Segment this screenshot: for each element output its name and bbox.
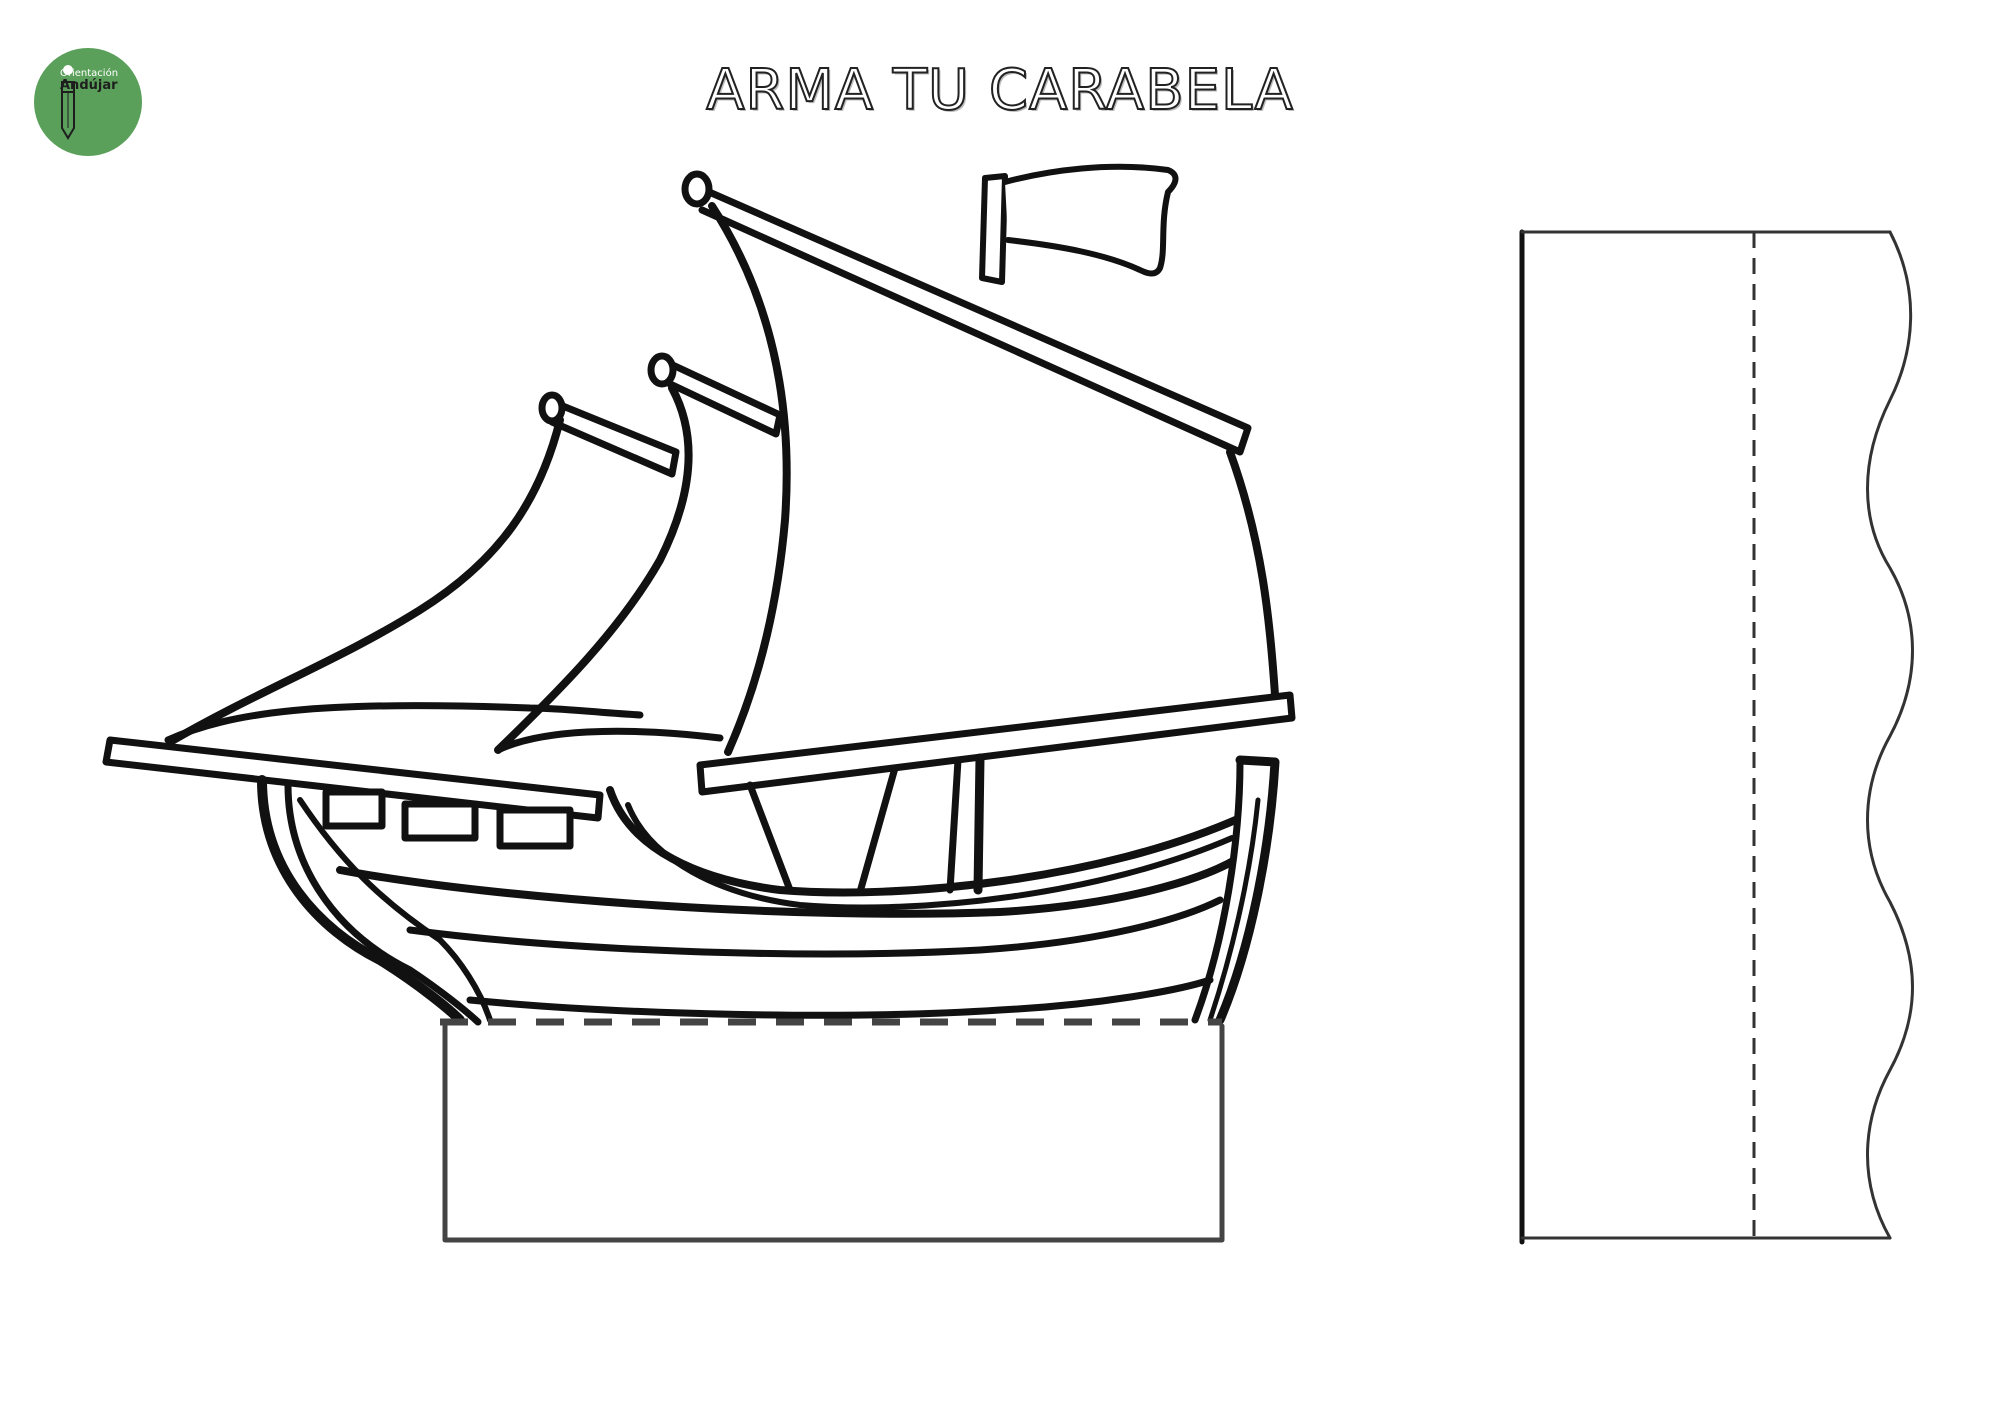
ship-base-tab bbox=[440, 1018, 1225, 1243]
flag bbox=[979, 163, 1179, 285]
fore-sail bbox=[494, 352, 784, 754]
page-title: ARMA TU CARABELA bbox=[705, 57, 1294, 124]
logo-top-text: Orientación bbox=[60, 68, 119, 79]
bowsprit bbox=[102, 736, 604, 822]
lower-yard bbox=[696, 691, 1296, 796]
main-sail bbox=[681, 170, 1279, 756]
logo-badge: Orientación Andújar bbox=[34, 48, 142, 156]
rear-sail bbox=[166, 391, 680, 746]
pencil-icon bbox=[61, 65, 75, 140]
wave-strip bbox=[1519, 229, 1914, 1245]
logo-main-text: Andújar bbox=[60, 78, 118, 93]
hull bbox=[257, 755, 1280, 1026]
